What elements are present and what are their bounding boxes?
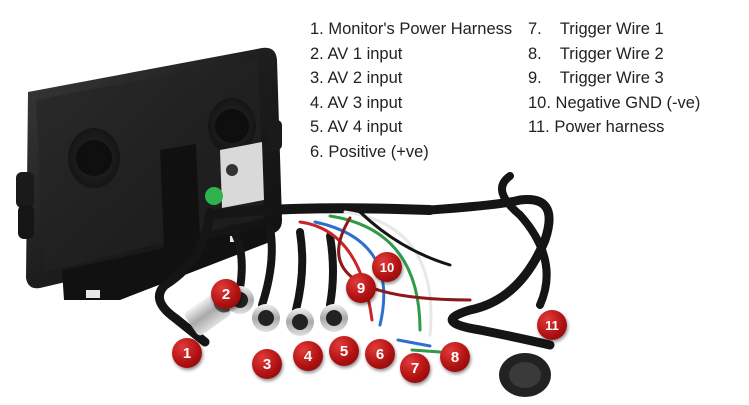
marker-4: 4 [293, 341, 323, 371]
legend-item: 2. AV 1 input [310, 44, 403, 63]
marker-6: 6 [365, 339, 395, 369]
legend-right-column: 7. Trigger Wire 1 8. Trigger Wire 2 9. T… [528, 17, 700, 140]
marker-7: 7 [400, 353, 430, 383]
legend-item: 8. Trigger Wire 2 [528, 44, 664, 63]
cable-bundle [154, 172, 555, 354]
legend-item: 5. AV 4 input [310, 118, 403, 137]
legend-item: 4. AV 3 input [310, 93, 403, 112]
legend-item: 1. Monitor's Power Harness [310, 20, 513, 38]
marker-5: 5 [329, 336, 359, 366]
product-label-sticker [220, 142, 264, 208]
marker-8: 8 [440, 342, 470, 372]
marker-11: 11 [537, 310, 567, 340]
marker-2: 2 [211, 279, 241, 309]
legend-item: 10. Negative GND (-ve) [528, 93, 701, 112]
legend-item: 7. Trigger Wire 1 [528, 20, 664, 38]
power-indicator-led [205, 187, 223, 205]
marker-9: 9 [346, 273, 376, 303]
legend-left-column: 1. Monitor's Power Harness 2. AV 1 input… [310, 17, 512, 165]
marker-1: 1 [172, 338, 202, 368]
marker-3: 3 [252, 349, 282, 379]
legend-item: 3. AV 2 input [310, 69, 403, 88]
marker-10: 10 [372, 252, 402, 282]
legend-item: 11. Power harness [528, 118, 665, 137]
legend-item: 9. Trigger Wire 3 [528, 69, 664, 88]
legend-item: 6. Positive (+ve) [310, 142, 429, 161]
